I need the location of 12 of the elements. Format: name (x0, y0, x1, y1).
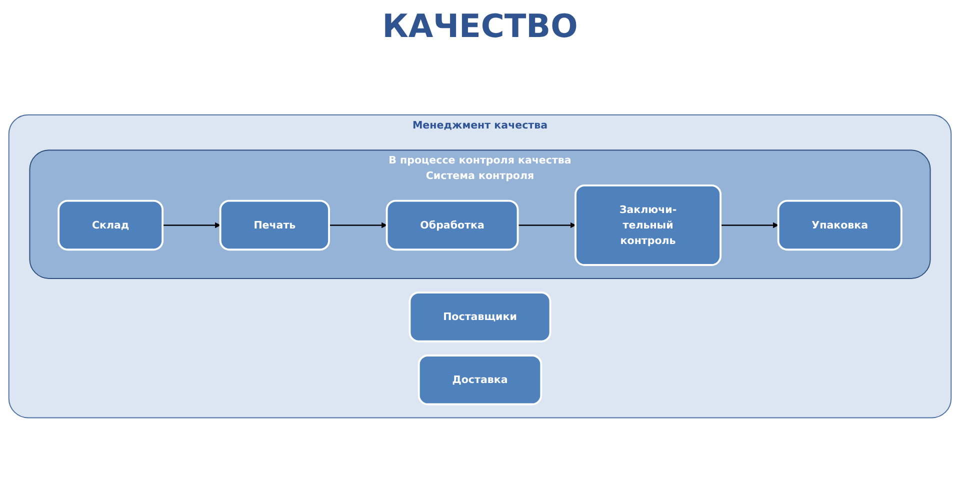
diagram-title: КАЧЕСТВО (382, 6, 578, 46)
node-box: Упаковка (777, 200, 902, 250)
node-box: Доставка (418, 354, 542, 405)
node-box: Обработка (386, 200, 519, 250)
arrow (162, 222, 221, 228)
arrow (720, 222, 779, 228)
arrow (329, 222, 388, 228)
arrow (518, 222, 576, 228)
node-box: Склад (58, 200, 164, 250)
node-box: Печать (219, 200, 330, 250)
node-box: Поставщики (408, 291, 552, 342)
node-box: Заключи- тельный контроль (574, 184, 722, 266)
